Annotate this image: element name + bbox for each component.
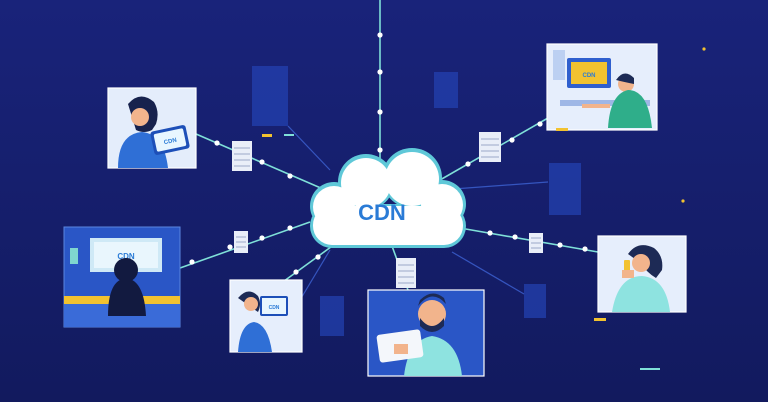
body (108, 278, 146, 316)
body (612, 276, 670, 312)
svg-text:CDN: CDN (583, 73, 596, 79)
user-panel-laptop: CDN (546, 43, 658, 131)
connection-nodes (189, 32, 588, 275)
user-panel-tablet-small: CDN (229, 279, 303, 353)
body (608, 90, 652, 128)
decorative-marks-teal (284, 134, 660, 370)
background-slabs (252, 66, 581, 336)
server-icon (232, 141, 252, 171)
server-icon (529, 233, 543, 253)
body (238, 322, 272, 352)
server-icon (479, 132, 501, 162)
svg-text:CDN: CDN (269, 305, 280, 311)
user-panel-tablet-left: CDN (107, 87, 197, 169)
cloud-label: CDN (358, 200, 406, 225)
decorative-marks (262, 47, 706, 321)
server-icon (234, 231, 248, 253)
head (114, 258, 138, 282)
phone-icon (624, 260, 630, 272)
user-panel-man-tablet (367, 289, 485, 377)
svg-text:CDN: CDN (163, 138, 177, 147)
user-panel-phone (597, 235, 687, 313)
beard (420, 318, 444, 332)
face (131, 108, 149, 126)
cloud-icon: CDN (310, 148, 466, 248)
user-panel-tv: CDN (63, 226, 181, 328)
face (244, 297, 258, 311)
server-icon (396, 258, 416, 288)
face (418, 300, 446, 328)
svg-text:CDN: CDN (117, 252, 135, 261)
face (632, 254, 650, 272)
